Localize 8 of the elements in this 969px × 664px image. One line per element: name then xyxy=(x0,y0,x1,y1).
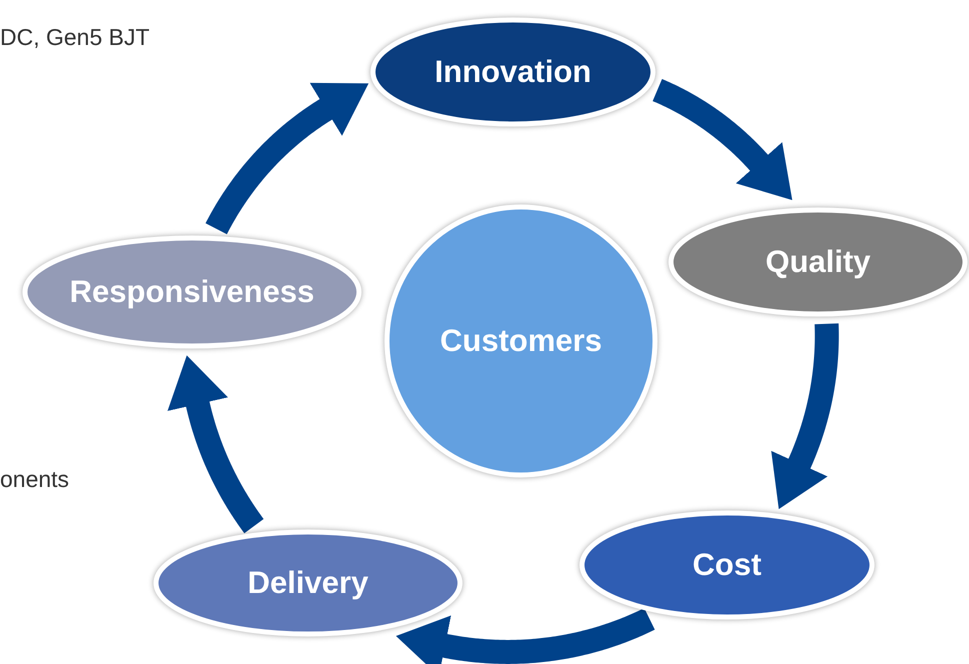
note-text: onents xyxy=(0,466,70,493)
note-text: DC, Gen5 BJT xyxy=(0,24,150,51)
node-label: Delivery xyxy=(248,565,368,601)
node-label: Innovation xyxy=(434,54,592,90)
node-label: Quality xyxy=(765,244,871,280)
node-label: Cost xyxy=(692,547,762,583)
node-label: Responsiveness xyxy=(70,274,314,310)
node-label: Customers xyxy=(440,323,602,359)
